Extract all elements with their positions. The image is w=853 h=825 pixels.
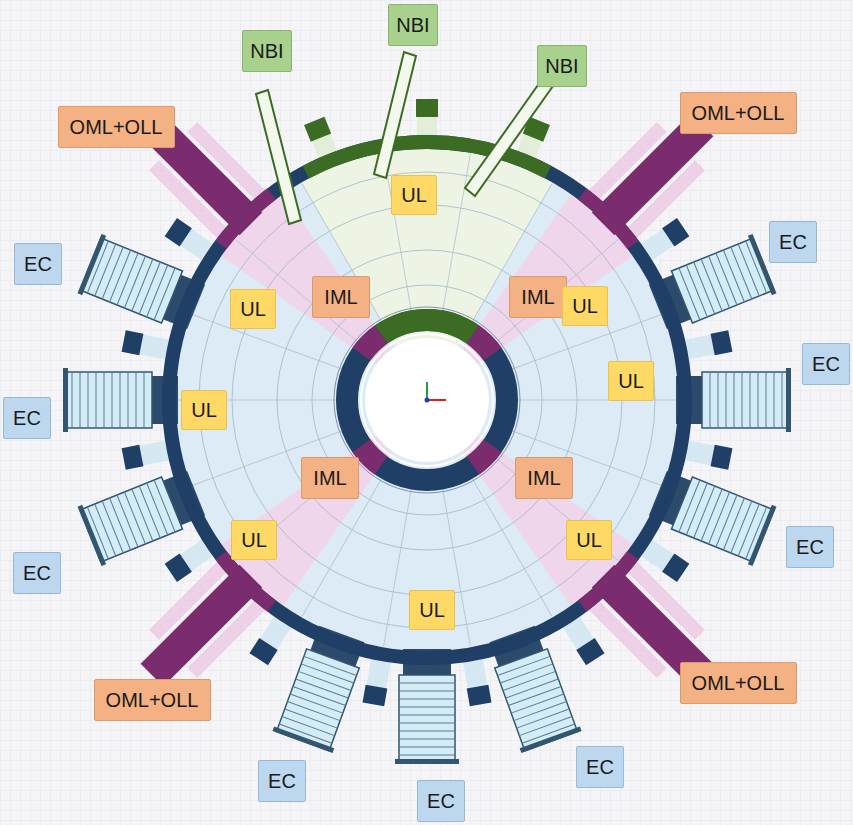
port-text: IML: [324, 286, 357, 308]
upper-launcher-label: UL: [608, 361, 654, 401]
port-text: NBI: [545, 55, 578, 77]
upper-launcher-label: UL: [231, 520, 277, 560]
nbi-port-label: NBI: [242, 30, 292, 72]
port-text: EC: [812, 353, 840, 375]
port-label: IML: [312, 276, 370, 318]
port-text: UL: [240, 298, 266, 320]
port-label: OML+OLL: [680, 662, 797, 704]
port-text: OML+OLL: [106, 689, 199, 711]
port-text: EC: [796, 536, 824, 558]
ec-port-label: EC: [802, 343, 850, 385]
port-text: OML+OLL: [692, 672, 785, 694]
port-text: EC: [24, 253, 52, 275]
ec-port-label: EC: [3, 397, 51, 439]
upper-launcher-label: UL: [230, 289, 276, 329]
port-text: UL: [401, 184, 427, 206]
port-label: IML: [515, 457, 573, 499]
port-text: UL: [191, 399, 217, 421]
ec-port-label: EC: [786, 526, 834, 568]
oml-ducts: [128, 101, 726, 699]
port-text: EC: [268, 770, 296, 792]
upper-launcher-label: UL: [181, 390, 227, 430]
port-text: EC: [13, 407, 41, 429]
port-text: NBI: [250, 40, 283, 62]
port-label: OML+OLL: [680, 92, 797, 134]
port-text: UL: [576, 529, 602, 551]
upper-launcher-label: UL: [566, 520, 612, 560]
upper-launcher-label: UL: [562, 286, 608, 326]
port-text: UL: [241, 529, 267, 551]
port-label: IML: [301, 457, 359, 499]
ec-port-label: EC: [14, 243, 62, 285]
ec-port-label: EC: [13, 552, 61, 594]
port-text: EC: [23, 562, 51, 584]
nbi-beams: [256, 52, 553, 224]
port-text: EC: [779, 231, 807, 253]
port-label: OML+OLL: [58, 106, 175, 148]
port-text: OML+OLL: [70, 116, 163, 138]
port-text: EC: [427, 790, 455, 812]
upper-launcher-label: UL: [409, 590, 455, 630]
port-stubs: [122, 99, 733, 706]
ec-port-label: EC: [417, 780, 465, 822]
ec-port-label: EC: [769, 221, 817, 263]
port-text: UL: [572, 295, 598, 317]
port-text: IML: [527, 467, 560, 489]
port-label: IML: [509, 276, 567, 318]
port-label: OML+OLL: [94, 679, 211, 721]
port-text: UL: [419, 599, 445, 621]
port-text: NBI: [396, 14, 429, 36]
nbi-port-label: NBI: [388, 4, 438, 46]
port-text: IML: [313, 467, 346, 489]
ec-port-label: EC: [258, 760, 306, 802]
ec-port-label: EC: [576, 746, 624, 788]
port-text: OML+OLL: [692, 102, 785, 124]
nbi-port-label: NBI: [537, 45, 587, 87]
port-text: IML: [521, 286, 554, 308]
port-text: EC: [586, 756, 614, 778]
upper-launcher-label: UL: [391, 175, 437, 215]
axis-triad: [425, 382, 447, 403]
plasma-region: [172, 145, 682, 655]
vessel-rings: [169, 142, 685, 658]
port-text: UL: [618, 370, 644, 392]
